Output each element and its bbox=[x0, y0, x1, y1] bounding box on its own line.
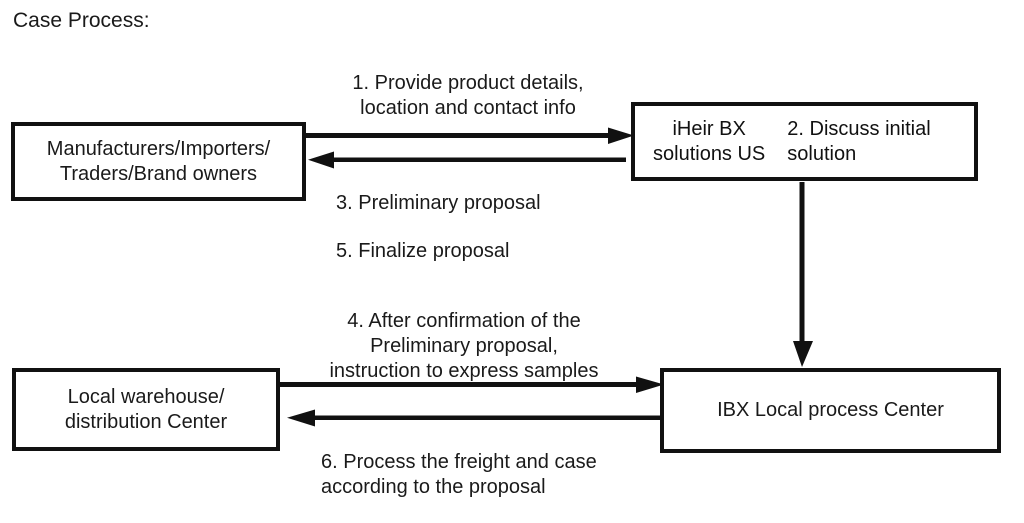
arrow-down-icon bbox=[793, 182, 813, 367]
edge-label-step6: 6. Process the freight and case accordin… bbox=[321, 451, 597, 498]
arrow-left-icon bbox=[287, 409, 660, 427]
node-local-warehouse[interactable]: Local warehouse/ distribution Center bbox=[12, 368, 280, 451]
edge-step6-arrow-left bbox=[285, 408, 660, 430]
arrow-left-icon bbox=[308, 151, 626, 169]
edge-label-step5: 5. Finalize proposal bbox=[336, 240, 510, 262]
edge-step4-arrow-right bbox=[280, 375, 665, 397]
edge-step1-arrow-right bbox=[305, 126, 635, 148]
node-manufacturers-importers[interactable]: Manufacturers/Importers/ Traders/Brand o… bbox=[11, 122, 306, 201]
node-warehouse-label: Local warehouse/ distribution Center bbox=[64, 385, 228, 433]
arrow-right-icon bbox=[305, 127, 634, 144]
node-iheir-label: iHeir BX solutions US bbox=[653, 117, 766, 165]
node-iheir-content: iHeir BX solutions US 2. Discuss initial… bbox=[653, 117, 931, 167]
arrow-right-icon bbox=[280, 376, 664, 393]
edge-step2-arrow-down bbox=[790, 182, 816, 368]
edge-label-step3: 3. Preliminary proposal bbox=[336, 192, 541, 214]
node-iheir-step2-label: 2. Discuss initial solution bbox=[787, 117, 931, 165]
edge-label-step1: 1. Provide product details, location and… bbox=[352, 72, 584, 119]
node-manufacturers-label: Manufacturers/Importers/ Traders/Brand o… bbox=[46, 137, 271, 185]
edge-label-step4: 4. After confirmation of the Preliminary… bbox=[329, 310, 599, 382]
node-ibx-local-process-center[interactable]: IBX Local process Center bbox=[660, 368, 1001, 453]
page-title: Case Process: bbox=[13, 9, 150, 32]
node-ibx-label: IBX Local process Center bbox=[717, 399, 944, 421]
node-iheir-bx-solutions-us[interactable]: iHeir BX solutions US 2. Discuss initial… bbox=[631, 102, 978, 181]
edge-step3-arrow-left bbox=[306, 150, 626, 172]
